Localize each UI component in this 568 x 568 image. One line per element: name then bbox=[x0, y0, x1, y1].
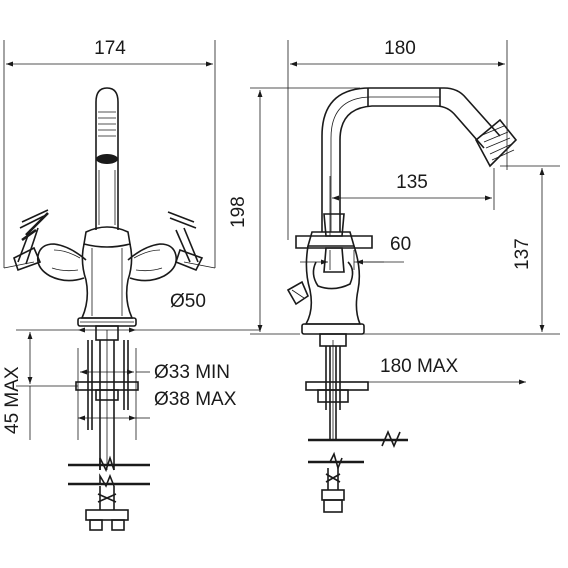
height-total-label: 198 bbox=[228, 196, 249, 228]
dim-base-diameter: Ø50 bbox=[78, 291, 260, 333]
deck-max-label: 45 MAX bbox=[2, 366, 23, 434]
front-width-label: 174 bbox=[94, 38, 126, 59]
dim-height-total: 198 bbox=[228, 87, 360, 335]
dim-hole: Ø33 MIN Ø38 MAX bbox=[77, 348, 237, 440]
front-shank bbox=[75, 325, 139, 470]
hole-min-label: Ø33 MIN bbox=[154, 362, 230, 383]
pipe-max-label: 180 MAX bbox=[380, 356, 458, 377]
aerator-icon bbox=[96, 154, 118, 164]
base-diameter-label: Ø50 bbox=[170, 291, 206, 312]
dim-side-width: 180 bbox=[287, 38, 508, 240]
side-width-label: 180 bbox=[384, 38, 416, 59]
dim-spout-reach: 135 bbox=[329, 168, 495, 236]
spout-reach-label: 135 bbox=[396, 172, 428, 193]
hole-max-label: Ø38 MAX bbox=[154, 389, 237, 410]
dim-pipe-max: 180 MAX bbox=[336, 356, 526, 385]
front-body bbox=[77, 226, 137, 327]
front-spout bbox=[95, 87, 119, 230]
side-shank bbox=[305, 333, 369, 440]
side-body bbox=[286, 213, 373, 335]
side-hoses bbox=[308, 429, 408, 513]
front-left-handle-icon bbox=[3, 209, 87, 282]
dim-spout-height: 137 bbox=[360, 165, 560, 335]
side-spout bbox=[321, 87, 518, 232]
side-view: 180 198 137 bbox=[228, 38, 560, 513]
front-view: 174 bbox=[2, 38, 260, 531]
front-hoses bbox=[68, 455, 150, 531]
dim-lever-offset: 60 bbox=[300, 234, 411, 270]
lever-offset-label: 60 bbox=[390, 234, 411, 255]
dim-front-width: 174 bbox=[3, 38, 216, 268]
dim-deck-max: 45 MAX bbox=[2, 329, 78, 440]
front-right-handle-icon bbox=[127, 211, 216, 282]
spout-height-label: 137 bbox=[512, 238, 533, 270]
